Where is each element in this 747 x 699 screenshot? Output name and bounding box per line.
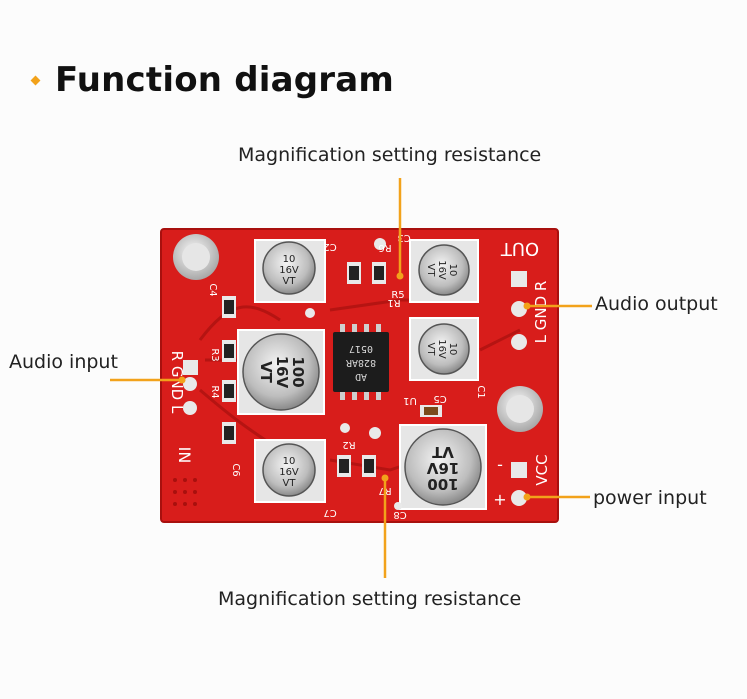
svg-text:10: 10 [283,254,296,265]
svg-text:VT: VT [283,478,297,489]
silk-c2: C2 [323,241,336,252]
callout-lines [110,178,592,578]
capacitor-c1: 10 16V VT [409,239,479,303]
callout-bottom-magnification: Magnification setting resistance [218,588,522,610]
title-row: Function diagram [30,56,395,104]
silk-out-pins: L GND R [532,281,550,344]
svg-text:16V: 16V [273,356,291,389]
svg-text:828AR: 828AR [345,357,376,368]
silk-r2: R2 [342,439,355,450]
page-title: Function diagram [55,60,395,100]
silk-minus: - [497,455,503,474]
svg-text:10: 10 [447,343,458,356]
silk-c8: C8 [393,509,406,520]
power-pads[interactable] [511,462,527,506]
silk-r3: R3 [209,348,220,361]
capacitor-big-left: 100 16V VT [237,329,325,415]
silk-r6: R6 [378,242,391,253]
capacitor-c3: 10 16V VT [409,317,479,381]
svg-text:VT: VT [431,443,454,461]
svg-text:0517: 0517 [349,343,373,354]
input-pads[interactable] [183,360,198,415]
callout-audio-output: Audio output [595,293,718,315]
svg-text:100: 100 [289,356,307,387]
silk-r1: R1 [387,297,400,308]
callout-top-magnification: Magnification setting resistance [238,144,542,166]
silk-c5: C5 [433,393,446,404]
capacitor-c2: 10 16V VT [254,239,326,303]
silk-c6: C6 [230,463,241,476]
svg-text:16V: 16V [426,459,459,477]
svg-text:VT: VT [283,276,297,287]
silk-out: OUT [500,238,539,259]
silk-c7: C7 [323,507,336,518]
svg-text:AD: AD [355,371,367,382]
smd-resistors [222,262,442,477]
svg-text:16V: 16V [279,265,299,276]
svg-text:100: 100 [427,475,458,493]
vias [305,238,402,510]
silk-c1: C1 [475,385,486,398]
silk-in: IN [175,447,194,464]
silk-r4: R4 [209,385,220,398]
silk-c4: C4 [207,283,218,296]
silk-in-pins: R GND L [168,351,186,414]
callout-audio-input: Audio input [9,351,118,373]
silk-r5: R5 [391,290,404,301]
svg-text:VT: VT [425,264,436,278]
callout-dots [178,272,531,501]
svg-text:10: 10 [283,456,296,467]
capacitor-c8: 10 16V VT [254,439,326,503]
svg-text:16V: 16V [436,260,447,280]
silk-vcc: VCC [533,454,551,485]
output-pads[interactable] [511,271,527,350]
capacitor-big-right: 100 16V VT [399,424,487,510]
svg-text:VT: VT [425,343,436,357]
silk-u1: U1 [403,395,417,406]
silk-c3: C3 [397,232,410,243]
silk-plus: + [493,490,506,509]
via-dots [173,478,197,506]
svg-text:10: 10 [447,264,458,277]
callout-power-input: power input [593,487,707,509]
svg-text:16V: 16V [279,467,299,478]
svg-text:16V: 16V [436,339,447,359]
chip-u1: AD 828AR 0517 [333,324,389,400]
svg-text:VT: VT [257,361,275,384]
